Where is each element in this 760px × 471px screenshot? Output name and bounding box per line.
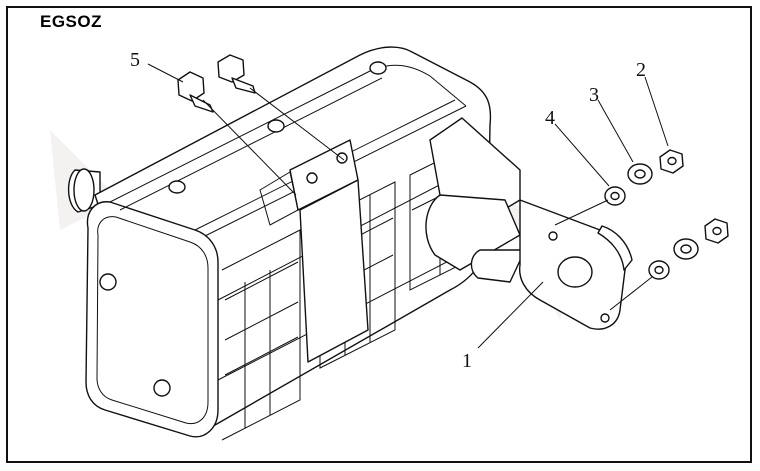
callout-1: 1 (462, 350, 472, 372)
bolt-pair (177, 54, 345, 196)
callout-4: 4 (545, 107, 555, 129)
callout-5: 5 (130, 49, 140, 71)
lever-bracket (425, 117, 633, 330)
leader-lines (147, 63, 669, 349)
hardware-lower (609, 218, 729, 311)
callout-3: 3 (589, 84, 599, 106)
hardware-upper (554, 149, 684, 226)
housing-fasteners (99, 61, 387, 397)
bolt-right (217, 54, 256, 94)
diagram-title: EGSOZ (40, 12, 103, 31)
bolt-left (177, 71, 214, 113)
actuator-housing (67, 46, 492, 441)
callout-2: 2 (636, 59, 646, 81)
